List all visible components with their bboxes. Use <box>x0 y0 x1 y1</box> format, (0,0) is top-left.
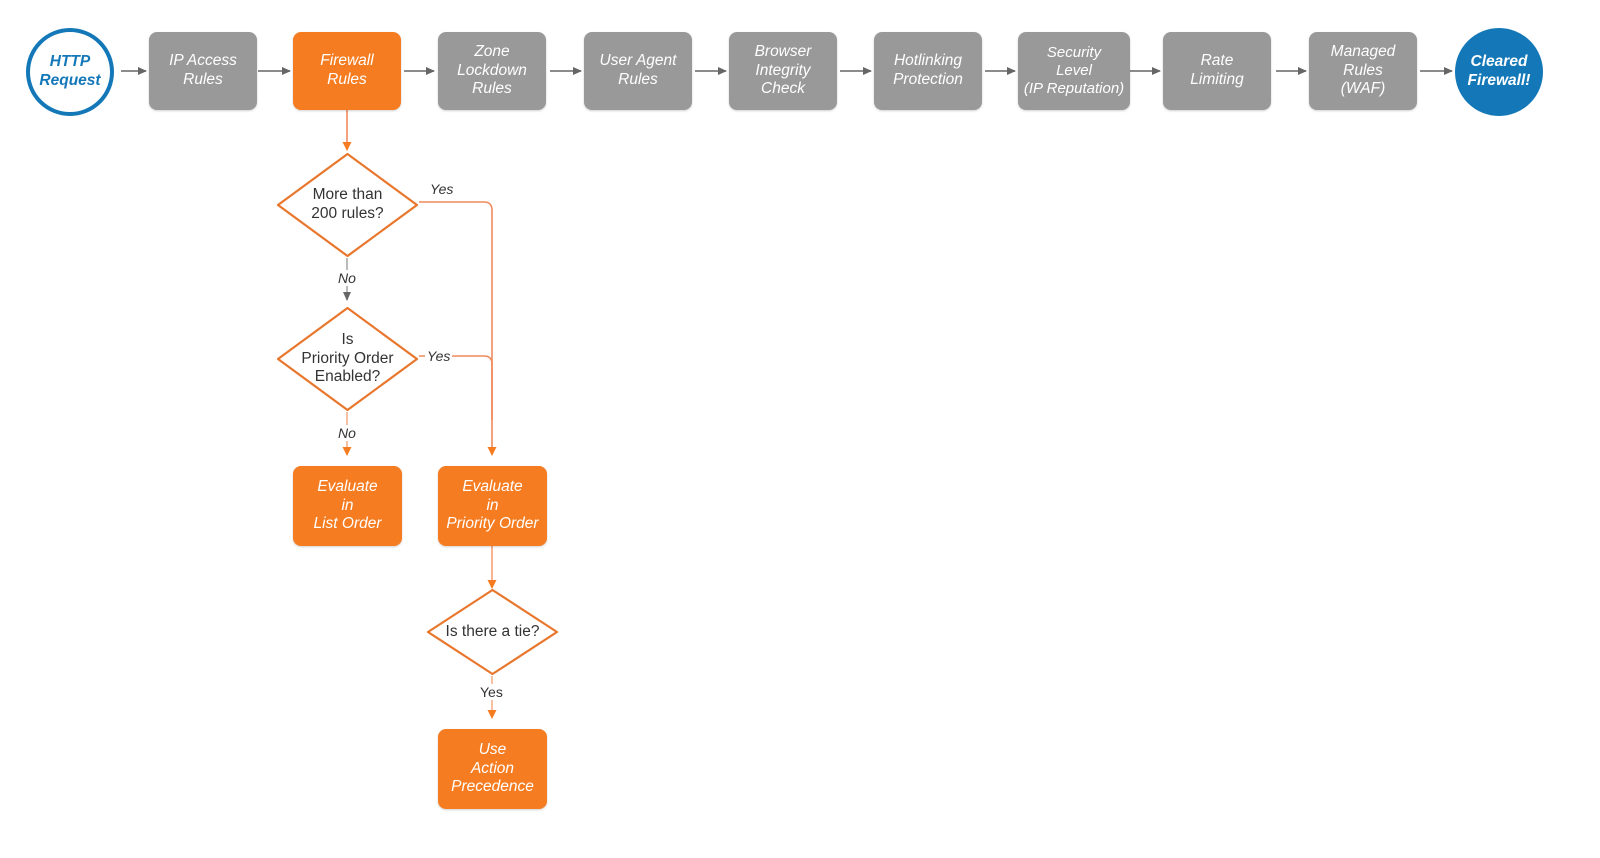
node-browser-integrity-check-label: Browser Integrity Check <box>754 42 812 98</box>
diamond-shape-more-than-200-rules <box>276 152 419 258</box>
node-http-request[interactable]: HTTP Request <box>26 28 114 116</box>
edge-label-priority-order-no: No <box>336 425 358 441</box>
node-ip-access-rules[interactable]: IP Access Rules <box>149 32 257 110</box>
node-evaluate-in-priority-order[interactable]: Evaluate in Priority Order <box>438 466 547 546</box>
node-security-level[interactable]: Security Level (IP Reputation) <box>1018 32 1130 110</box>
node-user-agent-rules-label: User Agent Rules <box>599 52 677 88</box>
node-cleared-firewall[interactable]: Cleared Firewall! <box>1455 28 1543 116</box>
node-cleared-firewall-label: Cleared Firewall! <box>1467 53 1531 89</box>
edge-label-more-than-200-no: No <box>336 270 358 286</box>
node-is-priority-order-enabled[interactable]: Is Priority Order Enabled? <box>276 306 419 412</box>
node-is-priority-order-enabled-label: Is Priority Order Enabled? <box>301 330 394 386</box>
node-user-agent-rules[interactable]: User Agent Rules <box>584 32 692 110</box>
node-use-action-precedence[interactable]: Use Action Precedence <box>438 729 547 809</box>
node-firewall-rules[interactable]: Firewall Rules <box>293 32 401 110</box>
diamond-shape-is-priority-order-enabled <box>276 306 419 412</box>
edge-priority-order-yes <box>419 355 493 420</box>
node-evaluate-in-priority-order-label: Evaluate in Priority Order <box>446 477 539 533</box>
node-firewall-rules-label: Firewall Rules <box>320 52 374 88</box>
edge-label-priority-order-yes: Yes <box>425 348 453 364</box>
node-hotlinking-protection[interactable]: Hotlinking Protection <box>874 32 982 110</box>
node-more-than-200-rules-label: More than 200 rules? <box>311 186 384 222</box>
node-managed-rules-waf-label: Managed Rules (WAF) <box>1330 42 1396 98</box>
edge-label-more-than-200-yes: Yes <box>428 181 456 197</box>
node-zone-lockdown-rules-label: Zone Lockdown Rules <box>457 42 527 98</box>
node-use-action-precedence-label: Use Action Precedence <box>451 740 534 796</box>
node-is-there-a-tie-label: Is there a tie? <box>445 622 540 640</box>
node-more-than-200-rules[interactable]: More than 200 rules? <box>276 152 419 258</box>
node-ip-access-rules-label: IP Access Rules <box>169 52 237 88</box>
node-http-request-label: HTTP Request <box>39 53 101 89</box>
node-rate-limiting-label: Rate Limiting <box>1190 52 1244 88</box>
node-security-level-label: Security Level (IP Reputation) <box>1023 43 1125 98</box>
node-managed-rules-waf[interactable]: Managed Rules (WAF) <box>1309 32 1417 110</box>
node-evaluate-in-list-order-label: Evaluate in List Order <box>313 477 382 533</box>
node-is-there-a-tie[interactable]: Is there a tie? <box>426 588 559 676</box>
node-zone-lockdown-rules[interactable]: Zone Lockdown Rules <box>438 32 546 110</box>
node-evaluate-in-list-order[interactable]: Evaluate in List Order <box>293 466 402 546</box>
node-hotlinking-protection-label: Hotlinking Protection <box>893 52 963 88</box>
edge-more-than-200-yes <box>419 201 497 456</box>
node-rate-limiting[interactable]: Rate Limiting <box>1163 32 1271 110</box>
node-browser-integrity-check[interactable]: Browser Integrity Check <box>729 32 837 110</box>
edge-label-tie-yes: Yes <box>478 684 505 700</box>
diamond-shape-is-there-a-tie <box>426 588 559 676</box>
